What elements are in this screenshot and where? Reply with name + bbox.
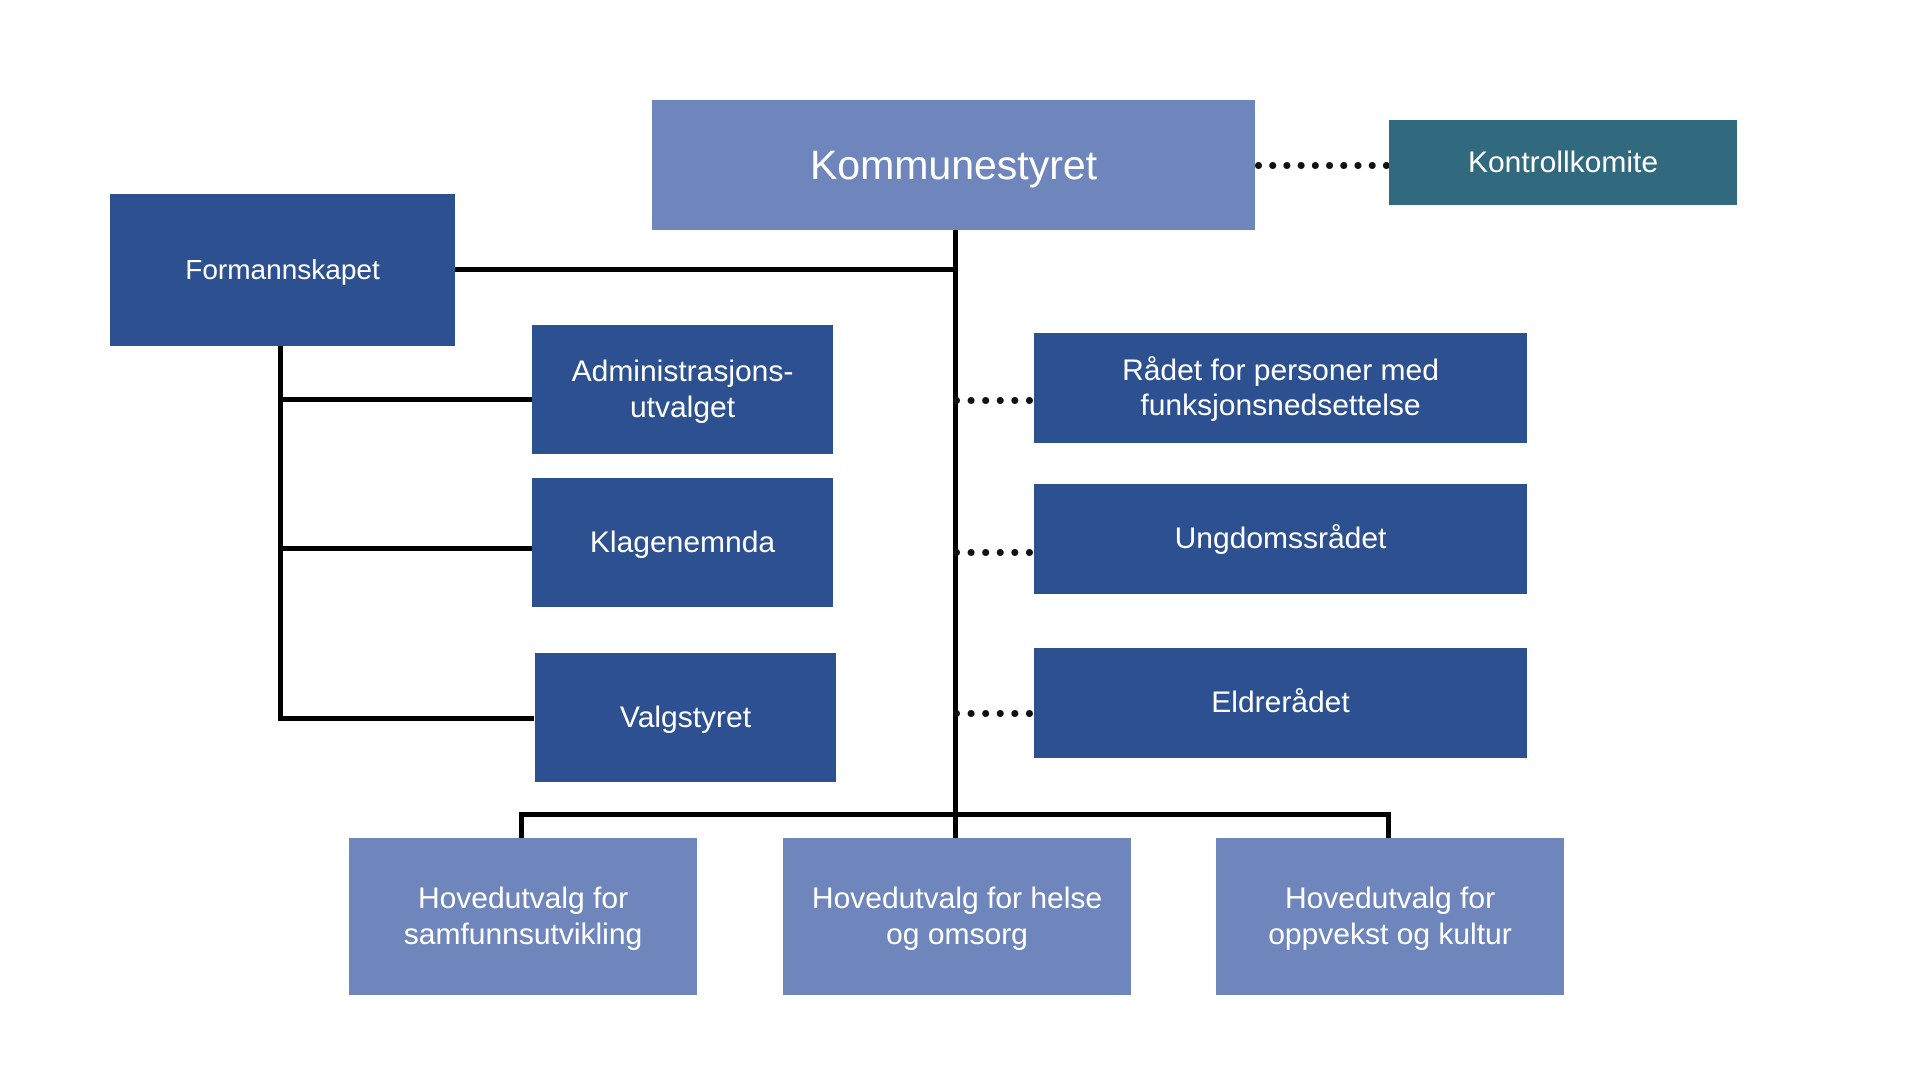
connector-bottom-drop-right: [1386, 812, 1391, 840]
node-hovedutvalg-oppvekst-og-kultur[interactable]: Hovedutvalg for oppvekst og kultur: [1216, 838, 1564, 995]
node-formannskapet-label: Formannskapet: [185, 254, 380, 286]
connector-executive-branch-vertical: [278, 345, 283, 720]
connector-root-to-audit: [1255, 162, 1390, 169]
node-ungdomssradet-label: Ungdomssrådet: [1174, 522, 1387, 556]
connector-bottom-drop-left: [519, 812, 524, 840]
connector-trunk-to-council-1: [953, 397, 1033, 404]
node-hovedutvalg-samfunnsutvikling[interactable]: Hovedutvalg for samfunnsutvikling: [349, 838, 697, 995]
node-klagenemnda[interactable]: Klagenemnda: [532, 478, 833, 607]
node-ungdomssradet[interactable]: Ungdomssrådet: [1034, 484, 1527, 594]
connector-executive-to-trunk: [455, 267, 955, 272]
node-valgstyret-label: Valgstyret: [619, 700, 752, 734]
connector-trunk-to-council-3: [953, 710, 1033, 717]
node-administrasjonsutvalget[interactable]: Administrasjons- utvalget: [532, 325, 833, 454]
node-kontrollkomite-label: Kontrollkomite: [1467, 145, 1659, 179]
node-kommunestyret[interactable]: Kommunestyret: [652, 100, 1255, 230]
connector-branch-to-committee-2: [278, 546, 534, 551]
node-hovedutvalg-samfunnsutvikling-label: Hovedutvalg for samfunnsutvikling: [403, 882, 643, 951]
node-hovedutvalg-oppvekst-og-kultur-label: Hovedutvalg for oppvekst og kultur: [1268, 882, 1512, 951]
node-kommunestyret-label: Kommunestyret: [809, 141, 1098, 188]
connector-trunk-to-council-2: [953, 549, 1033, 556]
node-hovedutvalg-helse-og-omsorg-label: Hovedutvalg for helse og omsorg: [811, 882, 1103, 951]
node-kontrollkomite[interactable]: Kontrollkomite: [1389, 120, 1737, 205]
node-valgstyret[interactable]: Valgstyret: [535, 653, 836, 782]
node-hovedutvalg-helse-og-omsorg[interactable]: Hovedutvalg for helse og omsorg: [783, 838, 1131, 995]
node-radet-for-personer-med-funksjonsnedsettelse[interactable]: Rådet for personer med funksjonsnedsette…: [1034, 333, 1527, 443]
connector-trunk-vertical: [953, 230, 958, 815]
node-administrasjonsutvalget-label: Administrasjons- utvalget: [571, 355, 794, 424]
connector-branch-to-committee-3: [278, 716, 534, 721]
node-radet-for-personer-med-funksjonsnedsettelse-label: Rådet for personer med funksjonsnedsette…: [1122, 353, 1439, 422]
node-eldreradet[interactable]: Eldrerådet: [1034, 648, 1527, 758]
node-formannskapet[interactable]: Formannskapet: [110, 194, 455, 346]
node-klagenemnda-label: Klagenemnda: [589, 525, 776, 559]
connector-branch-to-committee-1: [278, 397, 534, 402]
connector-bottom-drop-center: [953, 812, 958, 840]
node-eldreradet-label: Eldrerådet: [1211, 686, 1350, 720]
